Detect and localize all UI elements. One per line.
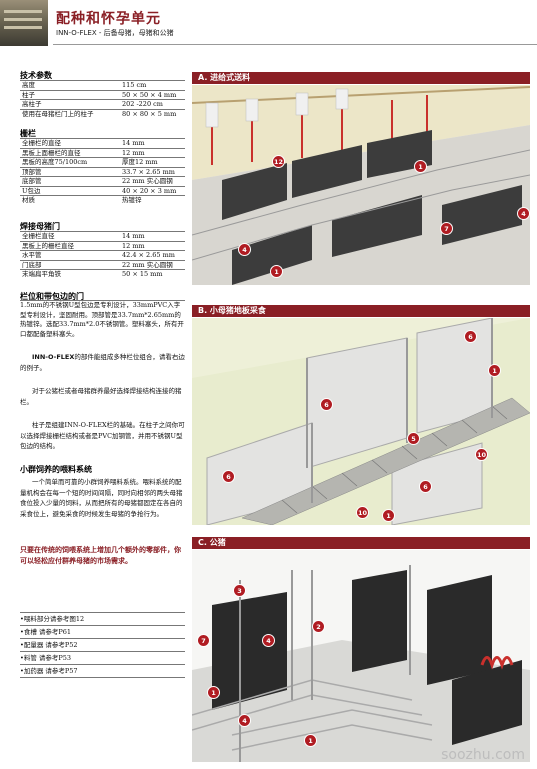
list-item: •配量器 请参考P52 bbox=[20, 638, 185, 651]
callout-marker: 4 bbox=[262, 634, 275, 647]
panel-b-image: 6 1 6 5 10 6 6 10 1 bbox=[192, 318, 530, 525]
tech-heading: 技术参数 bbox=[20, 71, 52, 80]
boar-paragraph: 对于公猪栏或者母猪群养最好选择焊接结构连接的猪栏。 bbox=[20, 387, 182, 406]
callout-marker: 2 bbox=[312, 620, 325, 633]
boar-pen-illustration bbox=[192, 550, 530, 762]
table-row: 材质热镀锌 bbox=[20, 195, 185, 205]
panel-a-title: A. 进给式送料 bbox=[192, 72, 530, 84]
fence-text: 1.5mm的不锈钢U型包边是专利设计，33mmPVC入字型专利设计，坚固耐用。顶… bbox=[20, 300, 185, 338]
callout-marker: 1 bbox=[207, 686, 220, 699]
intro-paragraph: INN-O-FLEX的部件能组成多种栏位组合，请看右边的例子。 bbox=[20, 353, 185, 372]
list-item: •食槽 请参考P61 bbox=[20, 625, 185, 638]
callout-marker: 4 bbox=[517, 207, 530, 220]
callout-marker: 1 bbox=[382, 509, 395, 522]
page-subtitle: INN-O-FLEX - 后备母猪，母猪和公猪 bbox=[56, 29, 174, 37]
floor-feeding-illustration bbox=[192, 318, 530, 525]
callout-marker: 3 bbox=[233, 584, 246, 597]
header-thumbnail bbox=[0, 0, 48, 46]
post-paragraph: 柱子是组建INN-O-FLEX栏的基础。在柱子之间你可以选择焊接栅栏结构或者是P… bbox=[20, 421, 185, 450]
callout-marker: 6 bbox=[222, 470, 235, 483]
callout-marker: 12 bbox=[272, 155, 285, 168]
page-title: 配种和怀孕单元 bbox=[56, 11, 161, 27]
gate-heading: 焊接母猪门 bbox=[20, 222, 60, 231]
callout-marker: 1 bbox=[488, 364, 501, 377]
callout-marker: 7 bbox=[440, 222, 453, 235]
panel-b-title: B. 小母猪地板采食 bbox=[192, 305, 530, 317]
callout-marker: 6 bbox=[419, 480, 432, 493]
watermark: soozhu.com bbox=[441, 747, 525, 763]
list-item: •喂料部分请参考图12 bbox=[20, 612, 185, 625]
feeding-paragraph: 一个简单而可靠的小群饲养喂料系统。喂料系统的配量机构会在每一个短的时间间隔，同时… bbox=[20, 478, 183, 518]
feeding-heading: 小群饲养的喂料系统 bbox=[20, 465, 92, 474]
callout-marker: 6 bbox=[320, 398, 333, 411]
callout-marker: 7 bbox=[197, 634, 210, 647]
list-item: •加药器 请参考P57 bbox=[20, 664, 185, 678]
railing-heading: 栅栏 bbox=[20, 129, 36, 138]
callout-marker: 6 bbox=[464, 330, 477, 343]
callout-marker: 4 bbox=[238, 243, 251, 256]
callout-marker: 10 bbox=[356, 506, 369, 519]
callout-marker: 10 bbox=[475, 448, 488, 461]
panel-c-image: 3 2 7 4 1 4 1 bbox=[192, 550, 530, 762]
fence-heading: 栏位和带包边的门 bbox=[20, 292, 84, 301]
panel-c-title: C. 公猪 bbox=[192, 537, 530, 549]
header-divider bbox=[53, 44, 537, 45]
callout-marker: 1 bbox=[414, 160, 427, 173]
callout-marker: 4 bbox=[238, 714, 251, 727]
callout-marker: 1 bbox=[304, 734, 317, 747]
panel-a-image: 12 1 4 4 7 1 bbox=[192, 85, 530, 285]
callout-marker: 1 bbox=[270, 265, 283, 278]
brand-name: INN-O-FLEX bbox=[32, 353, 75, 361]
highlight-text: 只要在传统的饲喂系统上增加几个额外的零部件，你可以轻松应付群养母猪的市场需求。 bbox=[20, 546, 181, 565]
reference-list: •喂料部分请参考图12 •食槽 请参考P61 •配量器 请参考P52 •料管 请… bbox=[20, 612, 185, 678]
callout-marker: 5 bbox=[407, 432, 420, 445]
list-item: •料管 请参考P53 bbox=[20, 651, 185, 664]
